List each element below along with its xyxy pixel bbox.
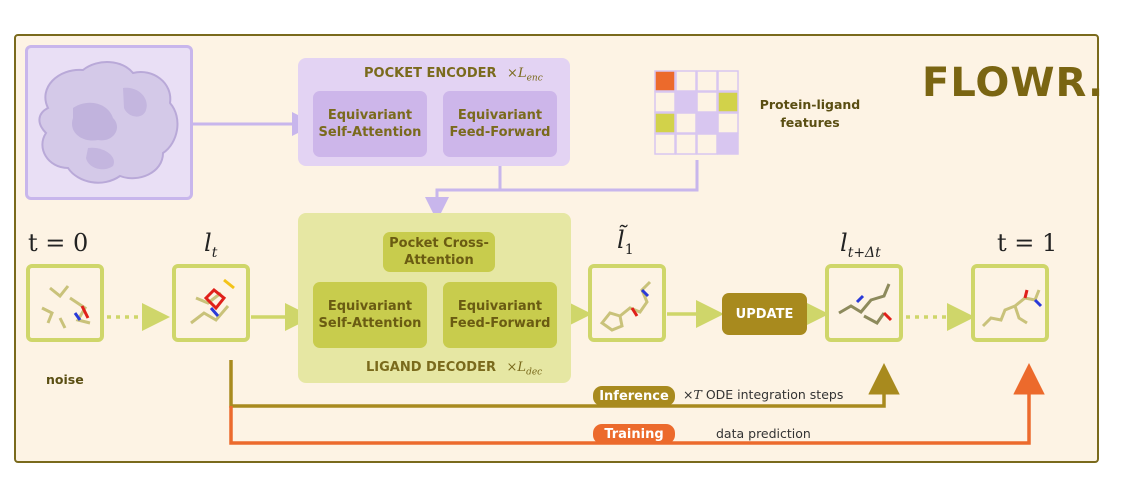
label-t0: t = 0 <box>28 229 89 257</box>
molecule-lt-icon <box>190 278 235 325</box>
molecule-noise <box>26 264 104 342</box>
feature-cell <box>654 70 676 92</box>
molecule-l1 <box>588 264 666 342</box>
inference-note: ×T ODE integration steps <box>683 387 844 402</box>
feature-cell <box>654 91 676 113</box>
encoder-feed-forward: Equivariant Feed-Forward <box>443 91 557 157</box>
arrow-features-to-decoder <box>500 160 699 192</box>
pocket-encoder-title: POCKET ENCODER ×Lenc <box>364 66 543 84</box>
feature-cell <box>717 133 739 155</box>
feature-cell <box>696 91 718 113</box>
label-t1: t = 1 <box>997 229 1058 257</box>
feature-cell <box>675 133 697 155</box>
training-pill: Training <box>593 424 675 444</box>
feature-cell <box>675 112 697 134</box>
brand-logo: FLOWR. <box>922 60 1105 106</box>
molecule-l1-icon <box>599 280 652 332</box>
molecule-ltdt-icon <box>838 283 893 325</box>
feature-cell <box>696 112 718 134</box>
decoder-self-attention: Equivariant Self-Attention <box>313 282 427 348</box>
training-note: data prediction <box>716 426 811 441</box>
update-block: UPDATE <box>722 293 807 335</box>
label-l1: l̃1 <box>617 226 634 258</box>
feature-cell <box>717 70 739 92</box>
inference-pill: Inference <box>593 386 675 406</box>
feature-cell <box>717 112 739 134</box>
protein-pocket-image <box>25 45 193 200</box>
molecule-t1-icon <box>981 289 1043 328</box>
feature-cell <box>654 133 676 155</box>
arrow-encoder-to-decoder <box>425 160 502 221</box>
molecule-noise-icon <box>41 285 91 329</box>
label-lt: lt <box>204 229 218 261</box>
feature-cell <box>675 91 697 113</box>
features-label: Protein-ligand features <box>759 97 861 130</box>
decoder-cross-attention: Pocket Cross-Attention <box>383 232 495 272</box>
molecule-t1 <box>971 264 1049 342</box>
feature-cell <box>696 133 718 155</box>
feature-cell <box>675 70 697 92</box>
encoder-self-attention: Equivariant Self-Attention <box>313 91 427 157</box>
decoder-feed-forward: Equivariant Feed-Forward <box>443 282 557 348</box>
ligand-decoder-title: LIGAND DECODER ×Ldec <box>366 360 543 378</box>
label-ltdt: lt+Δt <box>840 229 881 261</box>
protein-surface-icon <box>38 61 179 184</box>
feature-cell <box>696 70 718 92</box>
feature-cell <box>654 112 676 134</box>
feature-cell <box>717 91 739 113</box>
molecule-lt <box>172 264 250 342</box>
molecule-ltdt <box>825 264 903 342</box>
arrow-inference <box>229 360 900 408</box>
features-matrix <box>654 70 739 155</box>
noise-label: noise <box>46 372 84 387</box>
